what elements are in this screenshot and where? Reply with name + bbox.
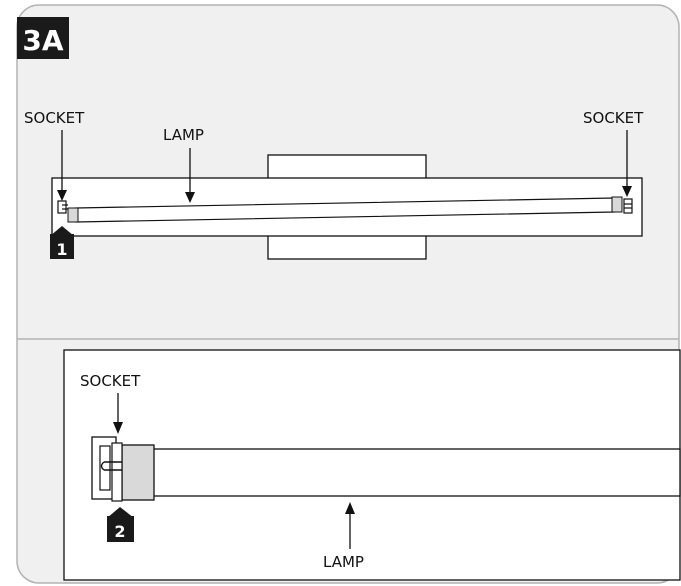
marker-1: 2 1 xyxy=(50,226,74,259)
step-badge-text: 3A xyxy=(22,24,63,57)
socket-right-icon xyxy=(623,198,633,214)
socket-detail-label: SOCKET xyxy=(80,372,141,390)
socket-left-label: SOCKET xyxy=(24,109,85,127)
svg-text:1: 1 xyxy=(56,240,67,259)
lamp-cap-right xyxy=(611,196,623,213)
arrow-socket-right xyxy=(622,130,632,197)
socket-left-icon xyxy=(57,200,68,214)
socket-detail-icon xyxy=(91,436,123,502)
marker-2: 2 xyxy=(107,507,134,542)
lamp-tube-detail xyxy=(149,448,681,497)
arrow-lamp-bottom xyxy=(345,502,355,549)
fixture-bracket-top xyxy=(267,154,427,180)
fixture-bracket-bottom xyxy=(267,234,427,260)
lamp-cap-left xyxy=(67,207,79,223)
lamp-label-bottom: LAMP xyxy=(323,553,364,571)
svg-text:2: 2 xyxy=(114,522,125,541)
arrow-socket-left xyxy=(57,130,67,201)
lamp-cap-detail xyxy=(121,444,155,501)
lamp-label-top: LAMP xyxy=(163,126,204,144)
arrow-socket-detail xyxy=(113,393,123,434)
socket-right-label: SOCKET xyxy=(583,109,644,127)
arrow-lamp-top xyxy=(185,148,195,203)
step-badge xyxy=(17,17,69,59)
